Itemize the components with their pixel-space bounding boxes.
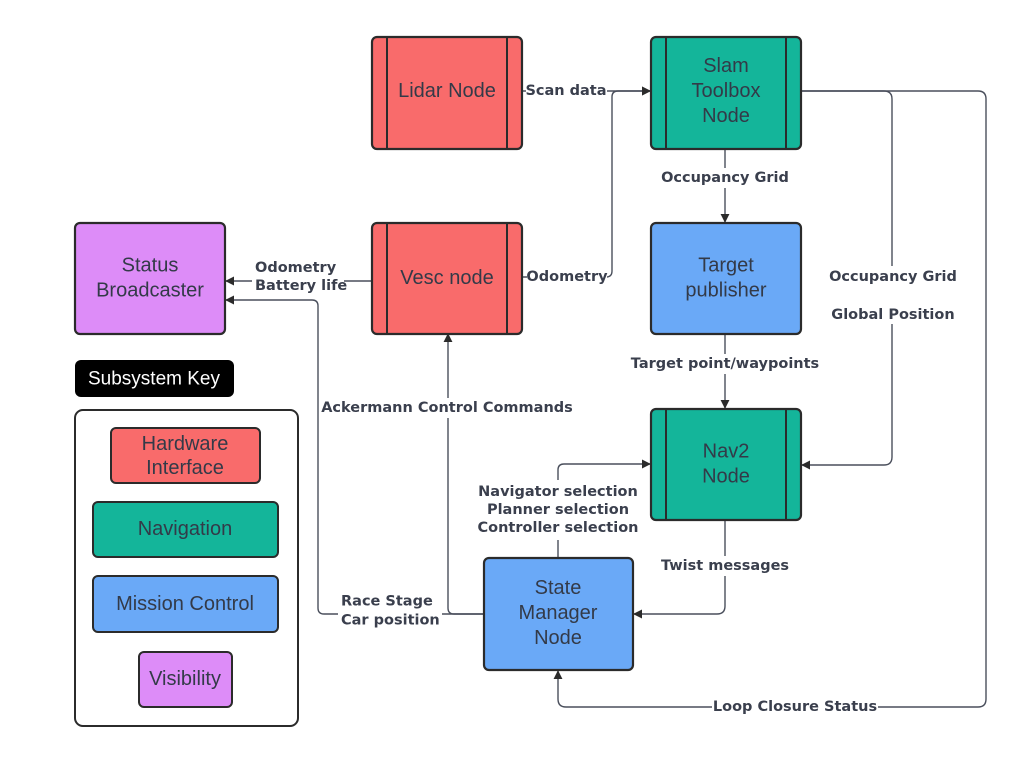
scan-data-label: Scan data <box>525 83 606 99</box>
twist-label: Twist messages <box>661 558 789 574</box>
target-points-label: Target point/waypoints <box>631 356 819 372</box>
edge-ackermann <box>443 333 484 615</box>
loop-closure-label: Loop Closure Status <box>713 699 877 715</box>
key-swatch-hardware <box>110 427 261 484</box>
subsystem-key-title-badge <box>75 360 234 397</box>
key-label-hardware-line-2: Interface <box>146 457 224 479</box>
occupancy-grid-target-label-line-1: Occupancy Grid <box>661 170 789 186</box>
twist-label-line-1: Twist messages <box>661 558 789 574</box>
edge-selections <box>557 459 651 557</box>
key-label-mission: Mission Control <box>116 593 254 615</box>
vesc-node-label: Vesc node <box>400 267 493 289</box>
subsystem-key-panel <box>74 409 299 727</box>
key-label-visibility: Visibility <box>149 668 221 690</box>
ackermann-label-line-1: Ackermann Control Commands <box>321 400 573 416</box>
lidar-node: Lidar Node <box>370 35 524 151</box>
edge-race-stage <box>225 295 484 615</box>
edge-twist <box>633 520 726 619</box>
key-label-navigation: Navigation <box>138 518 233 540</box>
odometry-vesc-slam-label: Odometry <box>526 269 608 285</box>
slam-toolbox-node-label-line-3: Node <box>702 105 750 127</box>
occupancy-global-label-line-3: Global Position <box>831 307 954 323</box>
nav2-node-label-line-2: Node <box>702 466 750 488</box>
state-manager-label-line-2: Manager <box>519 602 598 624</box>
state-manager-label-line-1: State <box>535 577 582 599</box>
odometry-battery-label-line-1: Odometry <box>255 260 337 276</box>
edge-loop-closure <box>553 90 987 708</box>
occupancy-global-label-line-1: Occupancy Grid <box>829 269 957 285</box>
odometry-vesc-slam-label-line-1: Odometry <box>526 269 608 285</box>
selections-label-line-2: Planner selection <box>487 502 629 518</box>
key-label-mission-line-1: Mission Control <box>116 593 254 615</box>
target-publisher-node: Target publisher <box>649 221 803 336</box>
race-stage-label-line-1: Race Stage <box>341 594 433 610</box>
key-label-visibility-line-1: Visibility <box>149 668 221 690</box>
key-label-hardware-line-1: Hardware <box>142 433 229 455</box>
slam-toolbox-node-label-line-2: Toolbox <box>692 80 761 102</box>
odometry-battery-label-line-2: Battery life <box>255 278 347 294</box>
subsystem-key-title-line-1: Subsystem Key <box>88 369 220 390</box>
occupancy-grid-target-label: Occupancy Grid <box>661 170 789 186</box>
ackermann-label: Ackermann Control Commands <box>321 400 573 416</box>
key-swatch-navigation <box>92 501 279 558</box>
lidar-node-label: Lidar Node <box>398 80 496 102</box>
slam-toolbox-node-label-line-1: Slam <box>703 55 749 77</box>
selections-label-line-3: Controller selection <box>478 520 639 536</box>
key-swatch-visibility <box>138 651 233 708</box>
race-stage-label-line-2: Car position <box>341 613 440 629</box>
status-broadcaster-label-line-2: Broadcaster <box>96 280 204 302</box>
nav2-node-label-line-1: Nav2 <box>703 441 750 463</box>
target-publisher-label-line-1: Target <box>698 255 754 277</box>
scan-data-label-line-1: Scan data <box>525 83 606 99</box>
loop-closure-label-line-1: Loop Closure Status <box>713 699 877 715</box>
key-swatch-mission <box>92 575 279 633</box>
selections-label-line-1: Navigator selection <box>478 484 638 500</box>
status-broadcaster-label-line-1: Status <box>122 255 179 277</box>
target-points-label-line-1: Target point/waypoints <box>631 356 819 372</box>
target-publisher-label-line-2: publisher <box>685 280 767 302</box>
key-label-navigation-line-1: Navigation <box>138 518 233 540</box>
vesc-node-label-line-1: Vesc node <box>400 267 493 289</box>
subsystem-key-title: Subsystem Key <box>88 369 220 390</box>
edge-odometry-vesc-slam <box>523 86 651 278</box>
state-manager-label-line-3: Node <box>534 627 582 649</box>
vesc-node: Vesc node <box>370 221 524 336</box>
lidar-node-label-line-1: Lidar Node <box>398 80 496 102</box>
target-publisher-label: Target publisher <box>685 255 767 302</box>
